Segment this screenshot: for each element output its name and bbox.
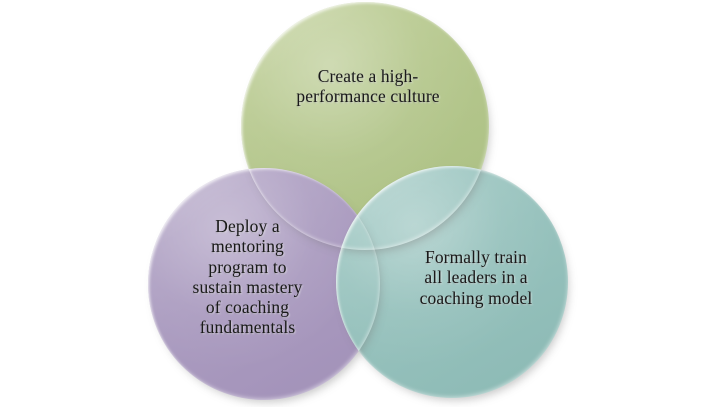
venn-circle-right-fill xyxy=(336,166,568,398)
venn-circle-right[interactable] xyxy=(336,166,568,398)
